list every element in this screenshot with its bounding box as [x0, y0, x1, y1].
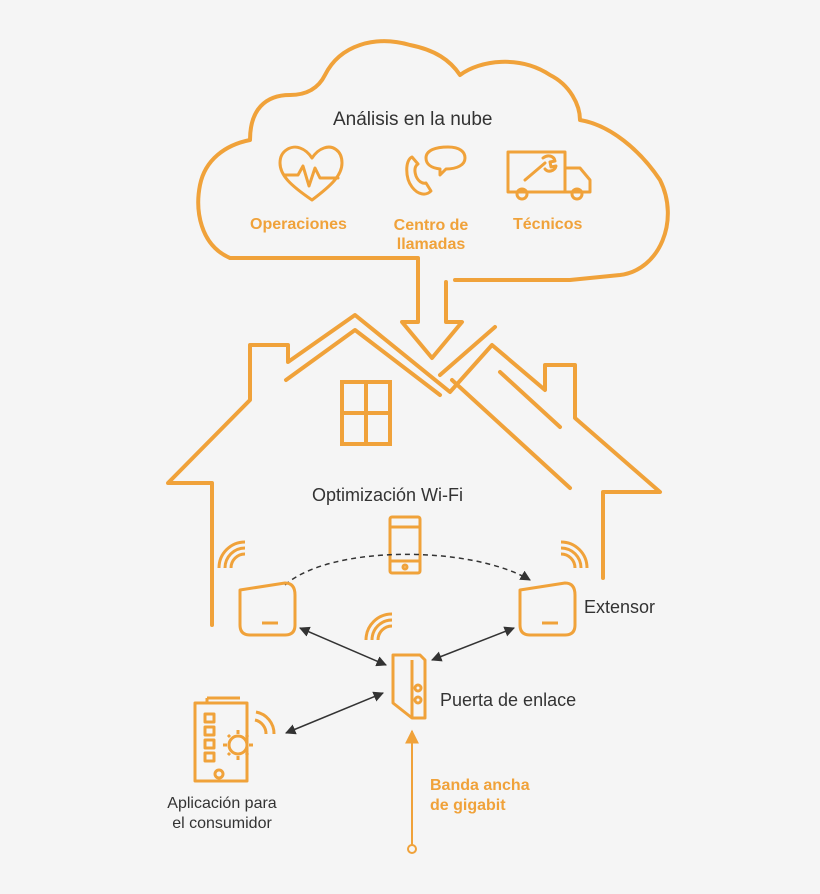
broadband-label-line1: Banda ancha: [430, 777, 530, 794]
consumer-app-label-line1: Aplicación para: [167, 795, 277, 812]
consumer-app-label: Aplicación para el consumidor: [138, 794, 306, 834]
house-outline: [166, 313, 662, 627]
link-gateway-extender-left: [299, 626, 387, 667]
link-gateway-app: [285, 691, 384, 735]
link-gateway-extender-right: [431, 626, 515, 662]
house-window: [340, 380, 392, 446]
phone-chat-icon: [405, 145, 467, 196]
extender-left-icon: [217, 540, 297, 637]
cloud-to-house-arrow: [293, 256, 464, 360]
cloud-outline: [196, 39, 670, 282]
service-truck-icon: [506, 150, 592, 201]
smartphone-icon: [388, 515, 422, 575]
gateway-label: Puerta de enlace: [440, 690, 577, 710]
wifi-optimization-title: Optimización Wi-Fi: [312, 485, 464, 505]
gateway-icon: [364, 612, 427, 720]
wifi-handoff-arc: [284, 553, 531, 586]
broadband-label: Banda ancha de gigabit: [430, 776, 530, 816]
consumer-app-label-line2: el consumidor: [172, 815, 272, 832]
app-settings-icon: [193, 696, 276, 783]
extender-right-icon: [518, 540, 589, 637]
cloud-item-centro-line1: Centro de: [393, 217, 469, 234]
broadband-label-line2: de gigabit: [430, 797, 506, 814]
cloud-item-centro-line2: llamadas: [396, 236, 466, 253]
cloud-item-tecnicos: Técnicos: [513, 216, 583, 233]
broadband-endpoint: [407, 844, 417, 854]
extensor-label: Extensor: [584, 597, 656, 617]
cloud-title: Análisis en la nube: [333, 109, 493, 130]
cloud-item-operaciones: Operaciones: [250, 216, 347, 233]
cloud-item-centro-de-llamadas: Centro de llamadas: [385, 216, 477, 254]
heart-pulse-icon: [278, 145, 344, 202]
